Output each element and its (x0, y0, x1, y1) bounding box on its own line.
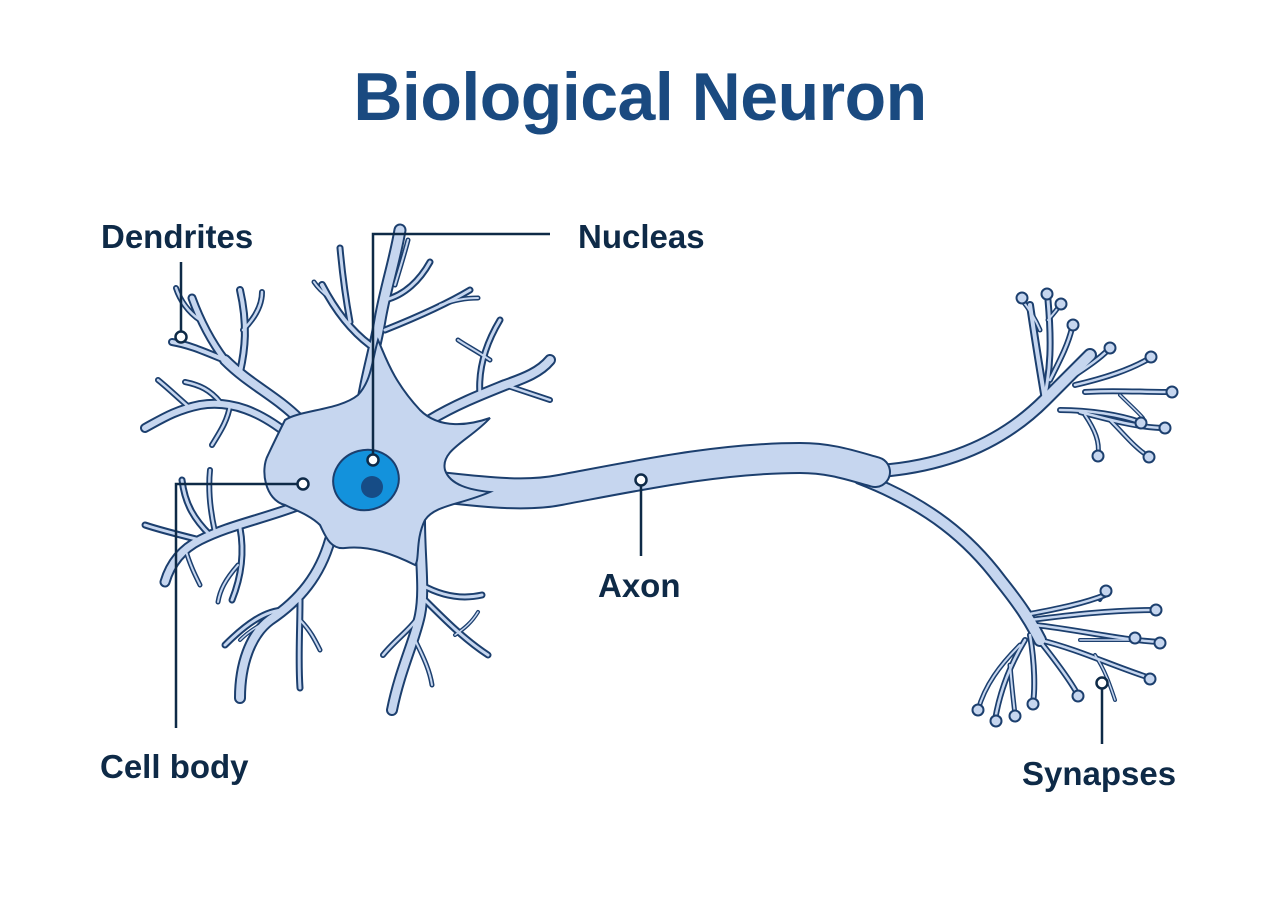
nucleolus (361, 476, 383, 498)
dendrite-bottom-left-fill (223, 536, 334, 702)
synaptic-bulbs (971, 287, 1179, 728)
leader-dots (174, 330, 1109, 690)
dot-synapses (1095, 676, 1109, 690)
label-cell-body: Cell body (100, 748, 249, 785)
dendrite-bottom-right-fill (381, 516, 490, 714)
dot-dendrites (174, 330, 188, 344)
leader-lines (174, 232, 1104, 744)
dendrite-upper-right-fill (426, 318, 554, 424)
axon-fill (406, 444, 889, 508)
dot-cell-body (296, 477, 310, 491)
label-dendrites: Dendrites (101, 218, 254, 255)
label-synapses: Synapses (1022, 755, 1177, 792)
label-nucleus: Nucleas (578, 218, 705, 255)
axon-terminal-upper (853, 296, 1173, 479)
dendrite-left-upper-fill (142, 378, 298, 447)
dot-nucleus (366, 453, 380, 467)
diagram-title: Biological Neuron (353, 59, 927, 135)
dot-axon (634, 473, 648, 487)
dendrite-upper-left-fill (170, 286, 304, 424)
leader-nucleus (371, 232, 550, 455)
label-axon: Axon (598, 567, 681, 604)
leader-cell-body (174, 482, 298, 728)
dendrite-left-lower-fill (143, 468, 304, 603)
axon-terminal-upper-fill (855, 298, 1172, 477)
